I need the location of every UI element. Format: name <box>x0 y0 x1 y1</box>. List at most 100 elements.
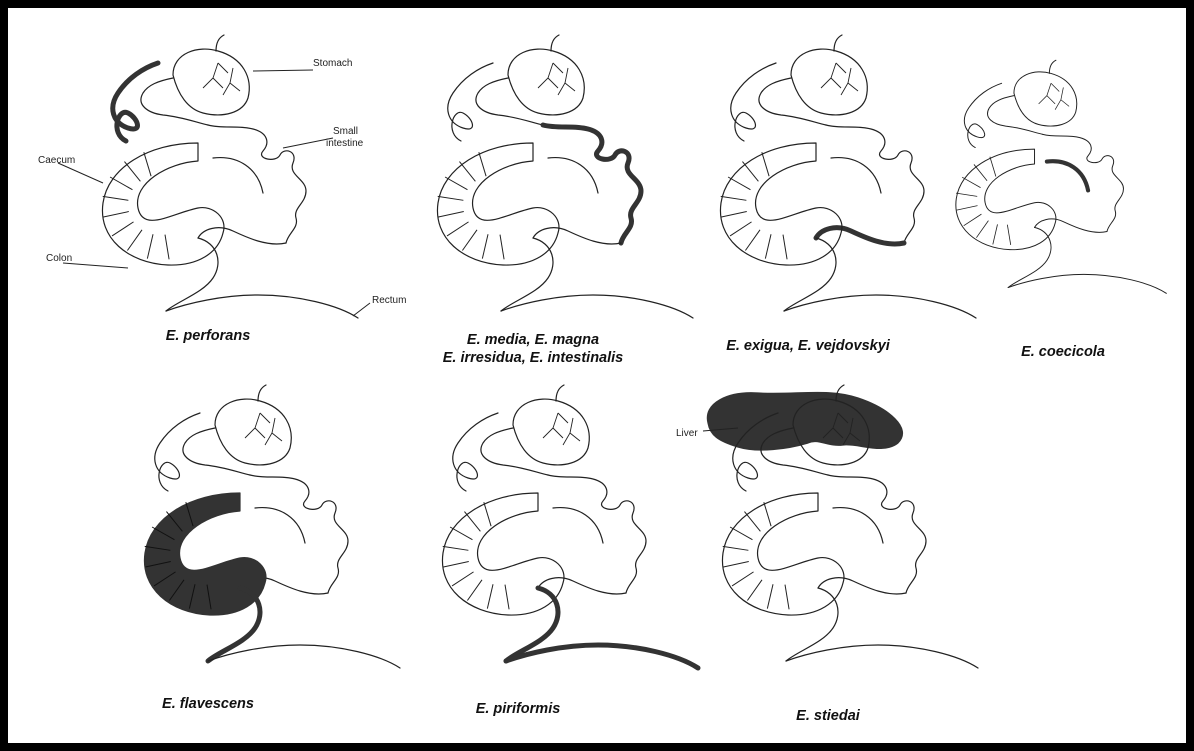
stomach-coecicola <box>1014 72 1077 126</box>
caecum-fold-media <box>438 212 463 217</box>
caecum-fold-exigua <box>721 196 747 200</box>
caecum-fold-perforans <box>165 235 169 260</box>
caecum-fold-piriformis <box>487 584 493 608</box>
caecum-fold-piriformis <box>443 562 468 567</box>
small-intestine-upper-coecicola <box>964 83 1001 147</box>
appendix-stiedai <box>833 508 883 543</box>
caecum-coecicola <box>956 149 1056 250</box>
caecum-media <box>437 143 559 265</box>
duodenum-flavescens <box>183 428 250 475</box>
stomach-flavescens <box>215 399 291 465</box>
stomach-veins-exigua <box>821 63 858 95</box>
label-small-intestine-1: Small <box>333 126 358 137</box>
small-intestine-lower-exigua <box>816 228 904 244</box>
caption-piriformis: E. piriformis <box>448 701 588 717</box>
label-liver: Liver <box>676 428 698 439</box>
caecum-fold-exigua <box>783 235 787 260</box>
caecum-fold-piriformis <box>505 585 509 610</box>
esophagus-flavescens <box>258 385 266 401</box>
caecum-fold-stiedai <box>747 580 762 601</box>
appendix-perforans <box>213 158 263 193</box>
caecum-fold-stiedai <box>723 546 749 550</box>
label-colon: Colon <box>46 253 72 264</box>
caecum-fold-stiedai <box>764 502 771 526</box>
esophagus-perforans <box>216 35 224 51</box>
stomach-veins-media <box>538 63 575 95</box>
label-caecum: Caecum <box>38 155 75 166</box>
caption-flavescens: E. flavescens <box>133 696 283 712</box>
label-pointer-line <box>63 263 128 268</box>
caecum-fold-stiedai <box>767 584 773 608</box>
small-intestine-loops-piriformis <box>548 475 646 593</box>
caecum-fold-coecicola <box>956 193 977 196</box>
rectum-stiedai <box>786 645 978 668</box>
caption-stiedai: E. stiedai <box>768 708 888 724</box>
caecum-fold-exigua <box>728 177 750 190</box>
caecum-fold-coecicola <box>964 214 982 226</box>
caecum-fold-piriformis <box>484 502 491 526</box>
esophagus-coecicola <box>1049 60 1056 73</box>
small-intestine-loops-stiedai <box>828 475 926 593</box>
caecum-fold-piriformis <box>450 527 472 540</box>
label-stomach: Stomach <box>313 58 352 69</box>
caption-coecicola: E. coecicola <box>1003 344 1123 360</box>
caecum-fold-coecicola <box>990 157 996 177</box>
small-intestine-loops-perforans <box>208 125 306 243</box>
caecum-fold-perforans <box>147 234 153 258</box>
caecum-fold-perforans <box>144 152 151 176</box>
caecum-fold-coecicola <box>957 206 978 210</box>
appendix-coecicola <box>1047 161 1088 190</box>
label-small-intestine-2: intestine <box>326 138 363 149</box>
caption-exigua: E. exigua, E. vejdovskyi <box>698 338 918 354</box>
small-intestine-upper-exigua <box>731 63 776 141</box>
figure-frame: Stomach Small intestine Caecum Colon Rec… <box>8 8 1186 743</box>
small-intestine-lower-perforans <box>198 228 286 244</box>
gut-diagram-perforans <box>48 33 388 323</box>
caecum-piriformis <box>442 493 564 615</box>
colon-stiedai <box>786 588 838 661</box>
caecum-fold-media <box>479 152 486 176</box>
small-intestine-upper-piriformis <box>453 413 498 491</box>
esophagus-piriformis <box>556 385 564 401</box>
esophagus-media <box>551 35 559 51</box>
caecum-fold-exigua <box>721 212 746 217</box>
gut-diagram-stiedai <box>668 383 1008 673</box>
small-intestine-loops-exigua <box>826 125 924 243</box>
duodenum-exigua <box>759 78 826 125</box>
colon-exigua <box>784 238 836 311</box>
caecum-fold-coecicola <box>976 221 988 238</box>
stomach-veins-flavescens <box>245 413 282 445</box>
caecum-fold-perforans <box>110 177 132 190</box>
stomach-veins-piriformis <box>543 413 580 445</box>
caption-media-line1: E. media, E. magna <box>433 332 633 348</box>
small-intestine-upper-flavescens <box>155 413 200 491</box>
esophagus-exigua <box>834 35 842 51</box>
caecum-fold-piriformis <box>452 572 474 586</box>
caecum-fold-coecicola <box>974 164 987 180</box>
caecum-fold-perforans <box>103 212 128 217</box>
stomach-exigua <box>791 49 867 115</box>
label-pointer-line <box>353 303 370 316</box>
appendix-exigua <box>831 158 881 193</box>
caecum-fold-exigua <box>742 162 758 182</box>
colon-media <box>501 238 553 311</box>
small-intestine-lower-media <box>533 228 621 244</box>
colon-perforans <box>166 238 218 311</box>
caecum-fold-media <box>459 162 475 182</box>
liver-stiedai <box>707 392 902 450</box>
small-intestine-lower-piriformis <box>538 578 626 594</box>
caecum-fold-exigua <box>762 152 769 176</box>
label-pointer-line <box>253 70 313 71</box>
label-rectum: Rectum <box>372 295 406 306</box>
label-pointer-line <box>58 163 103 183</box>
caecum-fold-media <box>438 196 464 200</box>
caecum-flavescens <box>144 493 266 615</box>
caecum-exigua <box>720 143 842 265</box>
caecum-stiedai <box>722 493 844 615</box>
colon-coecicola <box>1008 227 1051 287</box>
caecum-fold-media <box>462 230 477 251</box>
caecum-fold-stiedai <box>730 527 752 540</box>
small-intestine-upper-perforans <box>113 63 158 141</box>
appendix-piriformis <box>553 508 603 543</box>
stomach-veins-perforans <box>203 63 240 95</box>
